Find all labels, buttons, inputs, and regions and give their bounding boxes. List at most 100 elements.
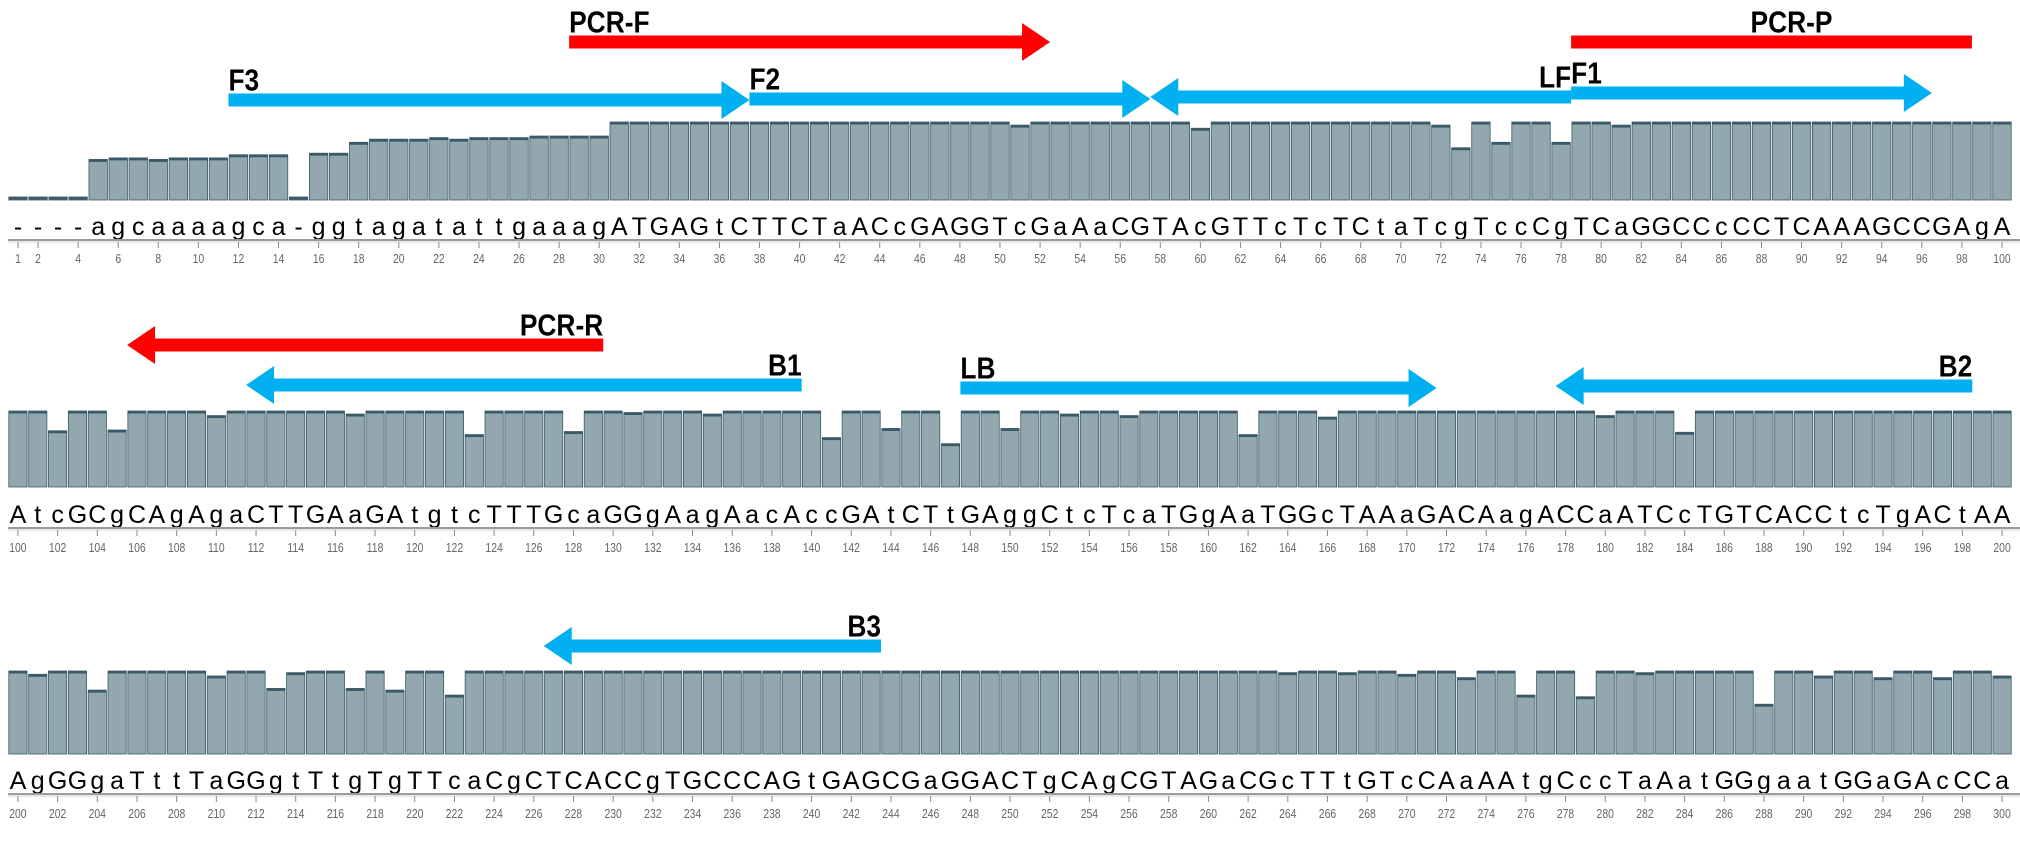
conservation-bar-cap xyxy=(1732,122,1751,125)
conservation-bar-cap xyxy=(1179,411,1198,414)
conservation-bar xyxy=(1893,670,1913,755)
conservation-bar-cap xyxy=(901,671,920,674)
conservation-bar xyxy=(1655,410,1675,488)
conservation-bar xyxy=(1198,670,1218,755)
conservation-bar xyxy=(1431,124,1451,201)
conservation-bar xyxy=(769,121,790,201)
conservation-bar xyxy=(1972,670,1992,755)
conservation-bar-cap xyxy=(1119,415,1139,419)
conservation-bar-cap xyxy=(68,411,87,414)
sequence-letter: C xyxy=(1557,767,1575,795)
tick-label: 248 xyxy=(962,807,980,821)
sequence-letter: G xyxy=(68,767,87,795)
sequence-letter: C xyxy=(1352,213,1370,241)
sequence-letter: A xyxy=(1994,501,2011,529)
sequence-letter: A xyxy=(1994,213,2011,241)
tick-label: 236 xyxy=(724,807,742,821)
conservation-bar xyxy=(810,121,830,201)
tick-label: 22 xyxy=(433,252,445,266)
conservation-bar xyxy=(1893,410,1913,488)
conservation-bar xyxy=(1331,121,1351,201)
tick-label: 176 xyxy=(1517,541,1535,555)
conservation-bar-cap xyxy=(564,671,583,674)
sequence-letter: g xyxy=(1539,767,1553,795)
sequence-letter: A xyxy=(1914,767,1931,795)
primer-arrow xyxy=(1150,78,1572,116)
sequence-letter: C xyxy=(564,767,582,795)
conservation-bar-cap xyxy=(1318,417,1337,420)
conservation-bar-cap xyxy=(209,157,228,161)
tick-label: 108 xyxy=(168,541,186,555)
sequence-letter: a xyxy=(209,767,223,795)
tick-label: 186 xyxy=(1716,541,1734,555)
conservation-bar xyxy=(821,670,841,755)
conservation-bar-cap xyxy=(1893,411,1912,414)
sequence-letter: C xyxy=(730,213,748,241)
conservation-bar xyxy=(649,121,669,201)
conservation-bar xyxy=(782,410,802,488)
tick-label: 212 xyxy=(247,807,264,821)
sequence-letter: C xyxy=(1532,213,1550,241)
sequence-letter: g xyxy=(388,767,402,795)
conservation-bar-cap xyxy=(1191,128,1210,131)
conservation-bar xyxy=(1371,121,1391,201)
conservation-bar xyxy=(1833,410,1853,488)
conservation-bar xyxy=(1813,410,1834,488)
conservation-bar xyxy=(1714,670,1734,755)
sequence-letter: T xyxy=(1637,501,1652,529)
conservation-bar xyxy=(1992,121,2012,201)
conservation-bar-cap xyxy=(169,157,188,161)
sequence-letter: a xyxy=(586,501,600,529)
sequence-letter: C xyxy=(1934,501,1952,529)
sequence-letter: C xyxy=(1656,501,1674,529)
conservation-bar-cap xyxy=(1100,411,1119,414)
sequence-letter: C xyxy=(1111,213,1129,241)
primer-b1: B1 xyxy=(246,349,802,404)
conservation-bar xyxy=(643,410,663,488)
conservation-bar xyxy=(643,670,663,755)
conservation-bar-cap xyxy=(881,428,901,431)
conservation-bar-cap xyxy=(469,137,489,141)
conservation-bar xyxy=(1099,670,1119,755)
conservation-bar-cap xyxy=(663,411,682,414)
conservation-bar xyxy=(1436,670,1457,755)
tick-label: 276 xyxy=(1517,807,1535,821)
sequence-letter: G xyxy=(683,767,702,795)
conservation-bar xyxy=(1258,410,1278,488)
conservation-bar-cap xyxy=(445,695,464,698)
sequence-letter: a xyxy=(229,501,243,529)
conservation-bar xyxy=(722,410,742,488)
conservation-bar xyxy=(742,410,762,488)
sequence-letter: G xyxy=(306,501,325,529)
conservation-bar xyxy=(1852,121,1872,201)
conservation-bar xyxy=(629,121,649,201)
sequence-letter: T xyxy=(506,501,521,529)
sequence-letter: C xyxy=(1795,501,1813,529)
conservation-bar-cap xyxy=(329,153,348,156)
conservation-bar-cap xyxy=(187,671,206,674)
sequence-letter: t xyxy=(808,767,815,795)
conservation-bar-cap xyxy=(861,671,881,674)
conservation-bar-cap xyxy=(1397,411,1416,414)
conservation-bar-cap xyxy=(584,671,603,674)
sequence-letter: g xyxy=(428,501,442,529)
conservation-bar xyxy=(861,670,881,755)
primer-label: F2 xyxy=(749,63,780,97)
conservation-bar xyxy=(1575,696,1595,755)
tick-label: 126 xyxy=(525,541,543,555)
tick-label: 202 xyxy=(49,807,66,821)
conservation-bar xyxy=(1456,410,1476,488)
sequence-letter: t xyxy=(475,213,482,241)
sequence-letter: C xyxy=(1973,767,1991,795)
conservation-bar xyxy=(789,121,810,201)
conservation-bar xyxy=(186,410,207,488)
sequence-letter: T xyxy=(923,501,938,529)
conservation-bar-cap xyxy=(1596,415,1615,419)
conservation-bar-cap xyxy=(1377,411,1397,414)
sequence-letter: C xyxy=(1041,501,1059,529)
tick-label: 6 xyxy=(115,252,121,266)
sequence-letter: c xyxy=(1678,501,1691,529)
sequence-letter: T xyxy=(1333,213,1348,241)
conservation-bar-cap xyxy=(549,136,569,139)
conservation-bar-cap xyxy=(405,411,424,414)
